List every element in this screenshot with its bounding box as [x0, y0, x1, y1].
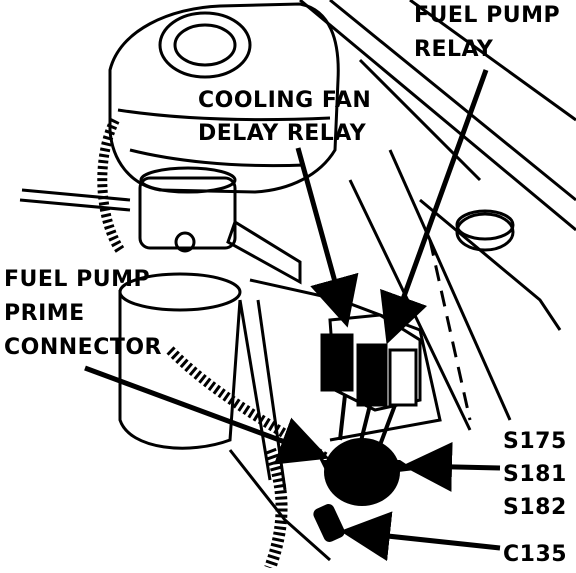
- left-component: [118, 290, 242, 450]
- label-c135: C135: [503, 542, 567, 567]
- label-splices: S175 S181 S182: [503, 429, 567, 520]
- label-s181: S181: [503, 462, 567, 487]
- label-fuel-pump-relay-line2: RELAY: [414, 37, 494, 62]
- c135-connector-shape: [313, 504, 345, 542]
- air-cleaner-lid: [158, 11, 252, 79]
- label-s182: S182: [503, 495, 567, 520]
- label-s175: S175: [503, 429, 567, 454]
- arrow-fuel-pump-prime-connector: [84, 365, 330, 465]
- label-cooling-fan-delay-relay-line1: COOLING FAN: [198, 88, 371, 113]
- label-fuel-pump-prime-connector: FUEL PUMP PRIME CONNECTOR: [4, 267, 162, 360]
- arrow-c135: [340, 511, 501, 562]
- label-fuel-pump-relay-line1: FUEL PUMP: [414, 3, 560, 28]
- label-cooling-fan-delay-relay-line2: DELAY RELAY: [198, 121, 367, 146]
- fuel-fitting: [138, 176, 237, 250]
- label-fuel-pump-relay: FUEL PUMP RELAY: [414, 3, 560, 62]
- air-cleaner-lid-inner: [173, 23, 237, 67]
- reservoir-cap: [455, 212, 515, 252]
- air-cleaner-housing: [108, 2, 340, 194]
- arrow-splices: [402, 441, 501, 492]
- dashed-line: [428, 239, 472, 421]
- label-fuel-pump-prime-connector-line3: CONNECTOR: [4, 335, 162, 360]
- cooling-fan-delay-relay-body: [320, 333, 354, 392]
- wiring-harness: [97, 117, 333, 571]
- fuel-pump-relay-body: [356, 343, 388, 407]
- arrow-cooling-fan-delay-relay: [295, 147, 359, 328]
- label-fuel-pump-prime-connector-line2: PRIME: [4, 301, 85, 326]
- leader-lines: [84, 69, 501, 562]
- fuel-line: [19, 198, 131, 212]
- label-fuel-pump-prime-connector-line1: FUEL PUMP: [4, 267, 150, 292]
- splice-pack: [320, 438, 415, 506]
- arrow-fuel-pump-relay: [380, 69, 489, 345]
- label-cooling-fan-delay-relay: COOLING FAN DELAY RELAY: [198, 88, 371, 146]
